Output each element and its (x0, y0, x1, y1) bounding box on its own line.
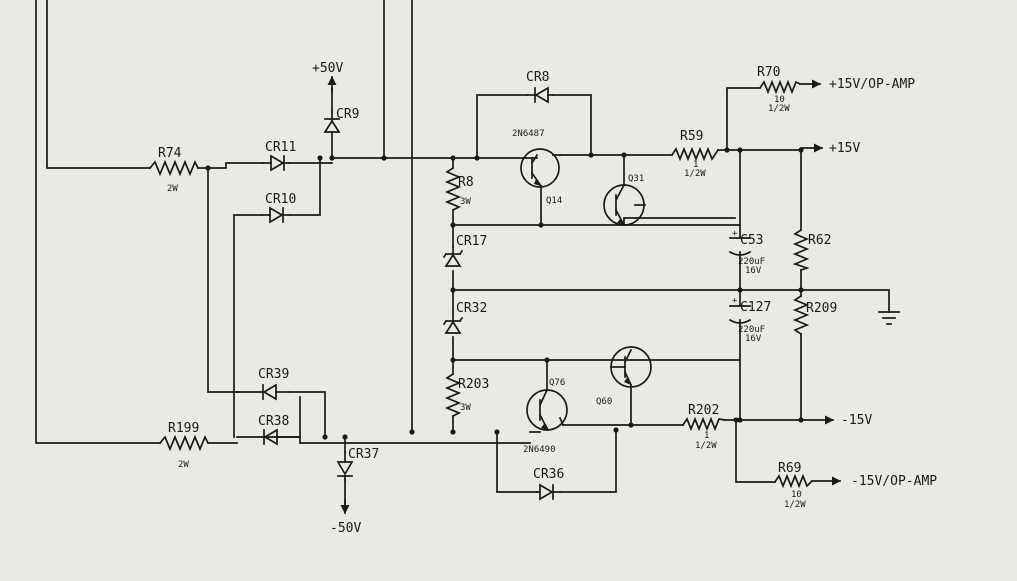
cr10-ref: CR10 (265, 192, 296, 207)
r62-ref: R62 (808, 233, 831, 248)
minus15-opamp-label: -15V/OP-AMP (851, 474, 937, 489)
cr39-diode (236, 383, 290, 401)
q14-transistor (520, 148, 561, 188)
c127-plus: + (732, 296, 738, 306)
junctions (205, 147, 804, 440)
r69-ref: R69 (778, 461, 801, 476)
r62-resistor (792, 228, 810, 272)
q76-transistor (526, 388, 568, 433)
q14-ref: Q14 (546, 196, 562, 206)
r199-ref: R199 (168, 421, 199, 436)
q76-ref: Q76 (549, 378, 565, 388)
r70-rating: 1/2W (768, 104, 790, 114)
r59-ref: R59 (680, 129, 703, 144)
r209-resistor (792, 294, 810, 336)
r59-resistor (670, 146, 720, 162)
r202-resistor (681, 416, 726, 432)
labels: +50V -50V +15V/OP-AMP +15V -15V -15V/OP-… (158, 61, 937, 536)
r69-rating: 1/2W (784, 500, 806, 510)
cr8-diode (526, 86, 554, 104)
c127-capacitor (728, 305, 752, 331)
cr17-ref: CR17 (456, 234, 487, 249)
c127-rating: 16V (745, 334, 762, 344)
r203-resistor (444, 372, 462, 418)
r199-resistor (158, 434, 210, 452)
resistor-symbols (148, 79, 814, 489)
r8-resistor (444, 166, 462, 212)
cr37-diode (336, 451, 354, 481)
r69-resistor (773, 473, 814, 489)
r70-resistor (758, 79, 802, 95)
r74-value: 2W (167, 184, 178, 194)
cr11-ref: CR11 (265, 140, 296, 155)
q76-part: 2N6490 (523, 445, 556, 455)
q31-transistor (603, 183, 646, 227)
cr39-ref: CR39 (258, 367, 289, 382)
r209-ref: R209 (806, 301, 837, 316)
cr37-ref: CR37 (348, 447, 379, 462)
r202-rating: 1/2W (695, 441, 717, 451)
cr32-diode (442, 311, 464, 334)
r70-value: 10 (774, 95, 785, 105)
cr11-diode (262, 154, 290, 172)
transistor-symbols (520, 148, 652, 433)
r203-ref: R203 (458, 377, 489, 392)
r202-ref: R202 (688, 403, 719, 418)
cr17-diode (442, 246, 464, 267)
r199-value: 2W (178, 460, 189, 470)
cr10-diode (261, 206, 291, 224)
cr38-ref: CR38 (258, 414, 289, 429)
r203-value: 3W (460, 403, 471, 413)
q60-transistor (610, 346, 652, 388)
minus50-label: -50V (330, 521, 361, 536)
ground-symbol (878, 311, 900, 325)
r8-value: 3W (460, 197, 471, 207)
c53-value: 220uF (738, 257, 765, 267)
q14-part: 2N6487 (512, 129, 545, 139)
r59-value: 1 (693, 160, 698, 170)
cr36-ref: CR36 (533, 467, 564, 482)
capacitor-symbols (728, 237, 752, 331)
q31-ref: Q31 (628, 174, 644, 184)
r69-value: 10 (791, 490, 802, 500)
c127-value: 220uF (738, 325, 765, 335)
plus15-label: +15V (829, 141, 860, 156)
r8-ref: R8 (458, 175, 474, 190)
plus15-opamp-label: +15V/OP-AMP (829, 77, 915, 92)
cr8-ref: CR8 (526, 70, 549, 85)
cr32-ref: CR32 (456, 301, 487, 316)
r202-value: 1 (704, 431, 709, 441)
c53-capacitor (728, 237, 752, 263)
c127-ref: C127 (740, 300, 771, 315)
plus50-label: +50V (312, 61, 343, 76)
r70-ref: R70 (757, 65, 780, 80)
supply-arrows (327, 76, 841, 514)
c53-ref: C53 (740, 233, 763, 248)
r59-rating: 1/2W (684, 169, 706, 179)
cr9-diode (323, 111, 341, 133)
c53-rating: 16V (745, 266, 762, 276)
r74-ref: R74 (158, 146, 182, 161)
r74-resistor (148, 159, 200, 177)
cr38-diode (236, 428, 301, 446)
q60-ref: Q60 (596, 397, 612, 407)
cr36-diode (536, 483, 561, 501)
diode-symbols (236, 86, 561, 501)
cr9-ref: CR9 (336, 107, 359, 122)
c53-plus: + (732, 229, 738, 239)
minus15-label: -15V (841, 413, 872, 428)
